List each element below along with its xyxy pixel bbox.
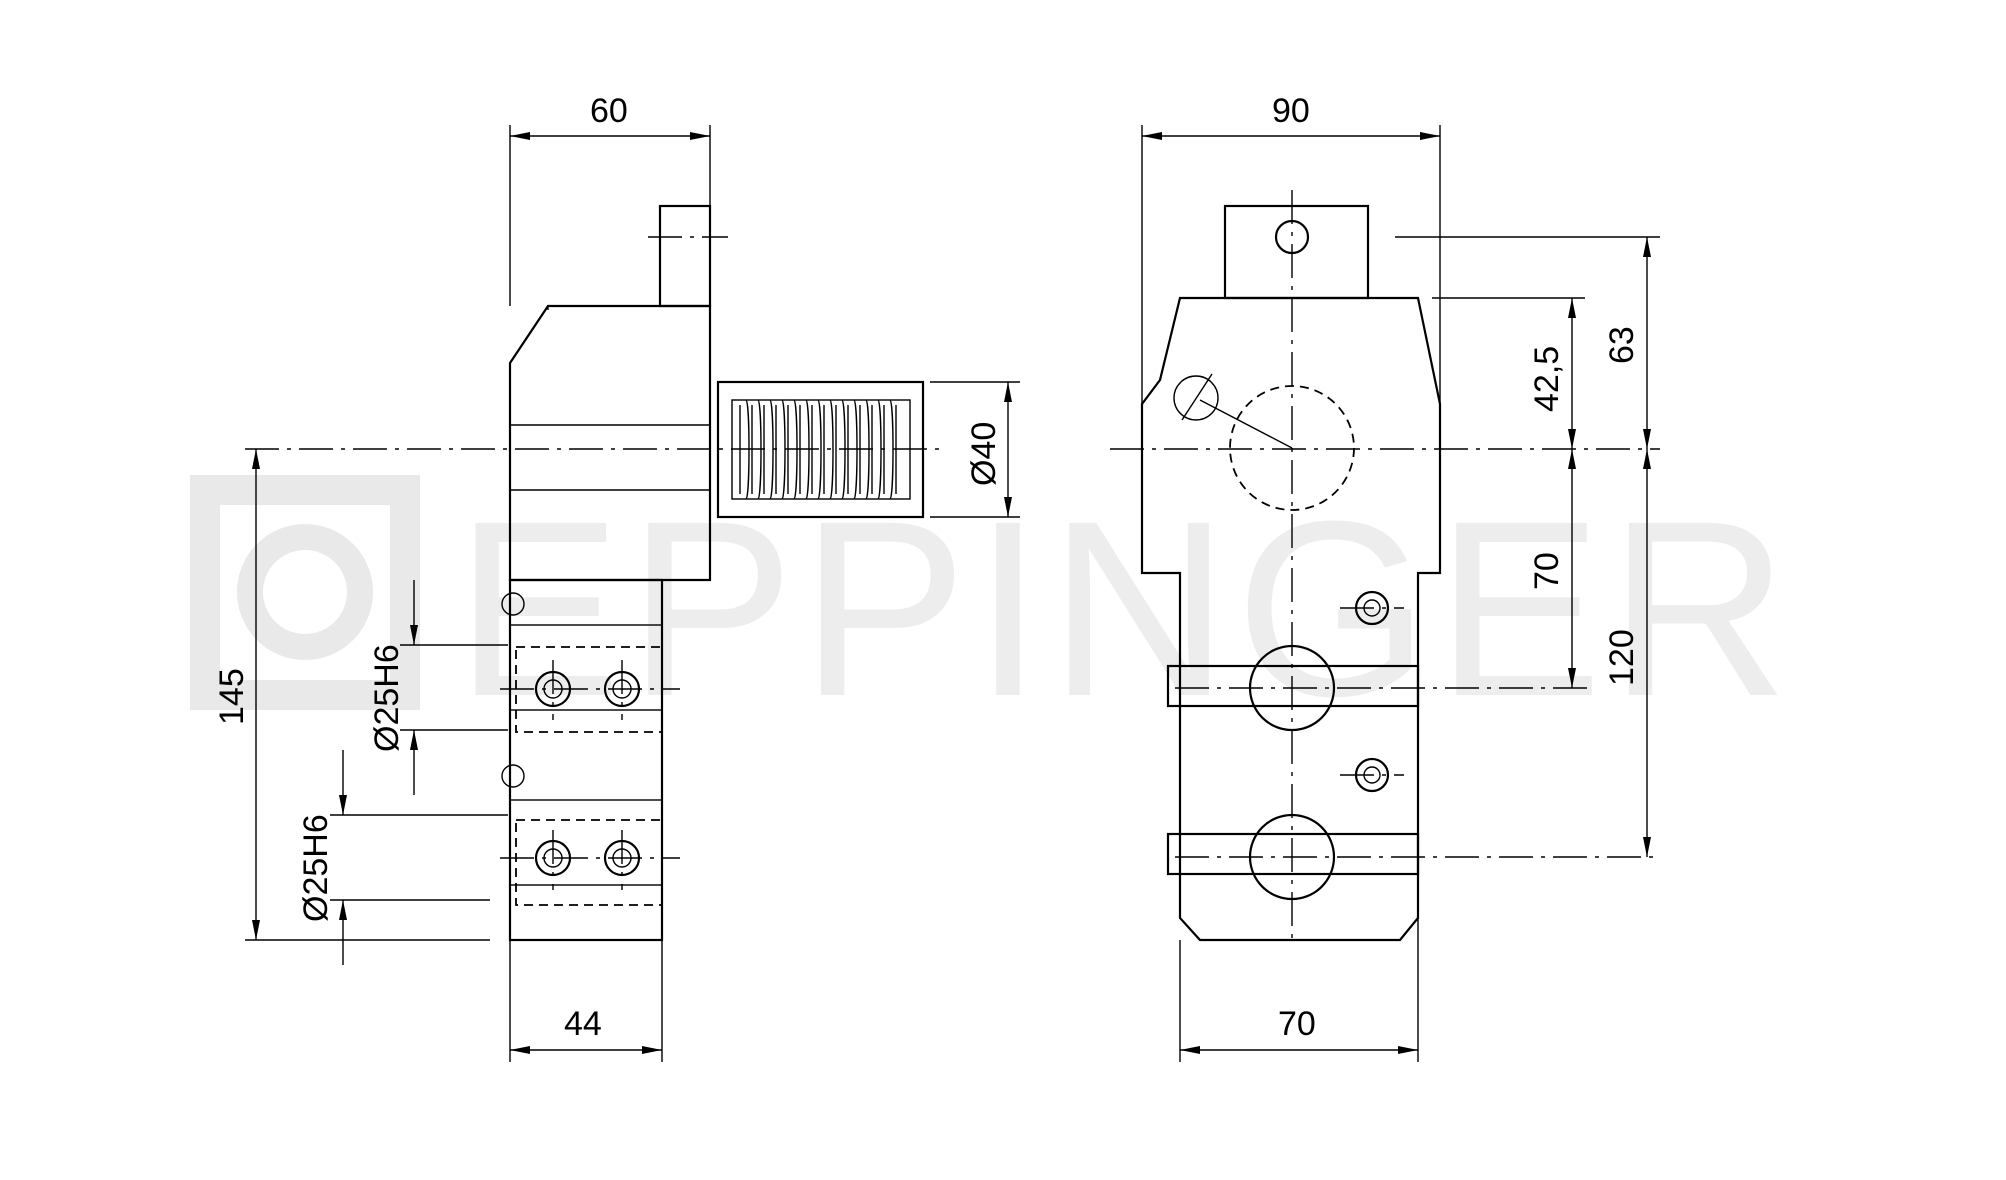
dim-front-width-bottom: 70 (1179, 918, 1419, 1062)
front-coolant-mark-icon (1173, 375, 1219, 421)
dim-shank-diameter: Ø40 (930, 381, 1020, 518)
dim-label: Ø40 (965, 422, 1003, 486)
dim-label: 63 (1603, 326, 1641, 364)
dim-front-height-top: 63 (1395, 236, 1660, 449)
dim-label: Ø25H6 (297, 814, 335, 922)
dim-label: 120 (1603, 629, 1641, 686)
dim-label: 145 (213, 668, 251, 725)
dim-label: 70 (1528, 552, 1566, 590)
watermark: EPPINGER (190, 469, 1795, 748)
dim-label: 70 (1278, 1005, 1316, 1043)
dim-bore-upper: Ø25H6 (368, 580, 508, 795)
front-view: 90 70 63 42,5 70 120 (1110, 92, 1660, 1062)
dim-bore-lower: Ø25H6 (297, 750, 508, 965)
dim-label: 42,5 (1528, 346, 1566, 412)
side-view: 60 44 145 Ø40 Ø25H6 (213, 92, 1020, 1062)
side-lower-body (508, 578, 664, 942)
dim-side-width-top: 60 (509, 92, 711, 306)
dim-front-spacing-mid: 70 (1528, 449, 1576, 688)
side-top-stub (658, 204, 712, 308)
dim-label: 44 (564, 1005, 602, 1043)
watermark-text: EPPINGER (455, 469, 1795, 748)
dim-front-width-top: 90 (1141, 92, 1441, 404)
dim-side-width-bottom: 44 (509, 940, 663, 1062)
dim-label: 90 (1272, 92, 1310, 130)
dim-label: 60 (590, 92, 628, 130)
dim-label: Ø25H6 (368, 644, 406, 752)
side-head-body (508, 304, 712, 582)
front-head-body (1140, 296, 1442, 942)
watermark-logo-icon (190, 475, 420, 710)
dim-front-height-upper: 42,5 (1432, 297, 1585, 449)
dim-side-height: 145 (213, 449, 490, 941)
dim-front-spacing-total: 120 (1603, 449, 1651, 857)
